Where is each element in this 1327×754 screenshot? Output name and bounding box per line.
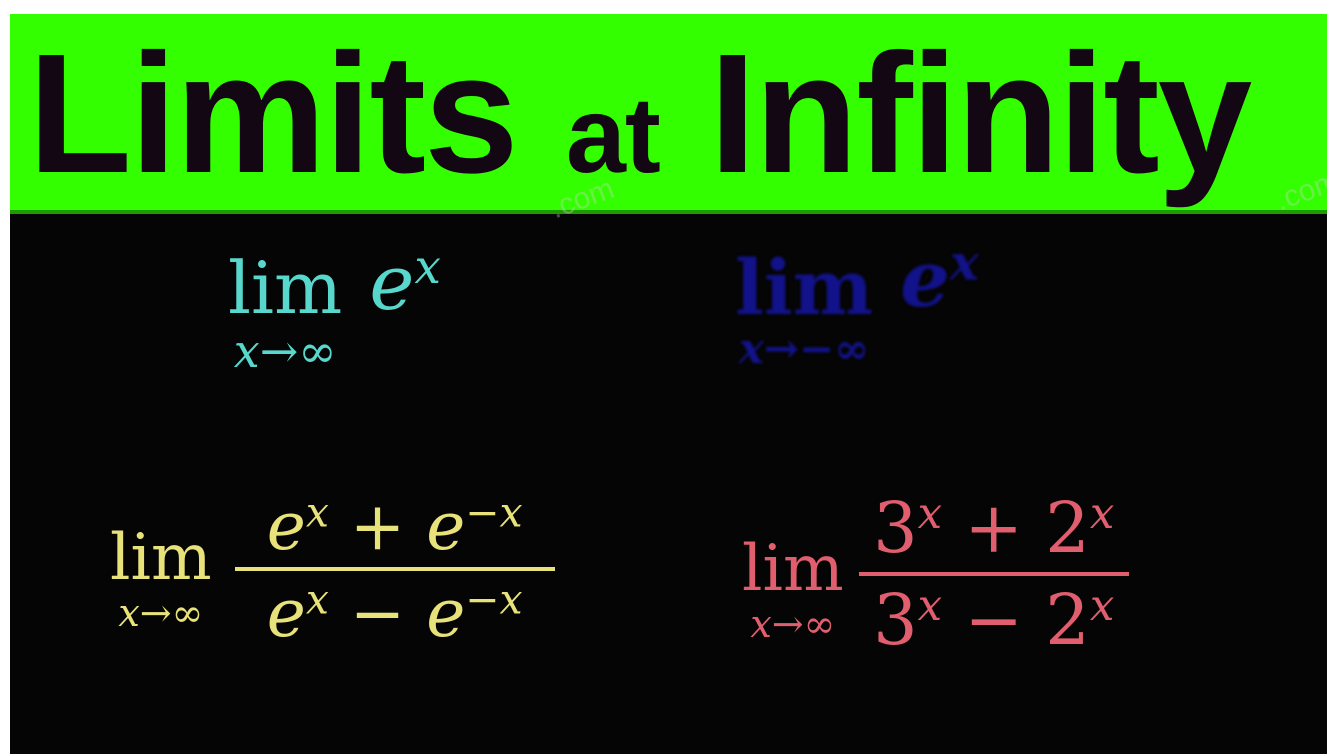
title-banner: Limits at Infinity xyxy=(10,14,1327,214)
thumbnail-frame: Limits at Infinity .com .com lim x→∞ ex … xyxy=(10,14,1327,754)
exp-term: ex xyxy=(900,234,979,325)
fraction-numerator: 3x + 2x xyxy=(873,487,1115,569)
lim-subscript: x→∞ xyxy=(118,591,204,636)
fraction-denominator: ex − e−x xyxy=(266,575,523,653)
lim-word: lim xyxy=(110,521,212,596)
expression-limit-powers: lim x→∞ 3x + 2x 3x − 2x xyxy=(742,487,1129,661)
fraction-numerator: ex + e−x xyxy=(266,488,523,565)
exp-term: ex xyxy=(369,238,441,327)
title-word-limits: Limits xyxy=(28,19,519,209)
fraction-denominator: 3x − 2x xyxy=(873,578,1115,661)
page-title: Limits at Infinity xyxy=(28,24,1318,204)
lim-subscript: x→∞ xyxy=(233,324,337,378)
lim-subscript: x→−∞ xyxy=(738,324,870,373)
title-word-infinity: Infinity xyxy=(709,19,1252,209)
fraction: ex + e−x ex − e−x xyxy=(234,488,555,653)
lim-word: lim xyxy=(228,246,343,330)
lim-word: lim xyxy=(742,531,844,606)
fraction-bar xyxy=(858,571,1129,576)
lim-subscript: x→∞ xyxy=(750,601,836,646)
expression-limit-hyperbolic: lim x→∞ ex + e−x ex − e−x xyxy=(110,492,555,649)
title-word-at: at xyxy=(565,74,661,195)
lim-word: lim xyxy=(735,243,874,332)
expression-limit-exp-neg-inf: lim x→−∞ ex xyxy=(735,239,979,373)
fraction: 3x + 2x 3x − 2x xyxy=(858,487,1129,661)
fraction-bar xyxy=(234,567,555,572)
expression-limit-exp-pos-inf: lim x→∞ ex xyxy=(228,244,441,378)
